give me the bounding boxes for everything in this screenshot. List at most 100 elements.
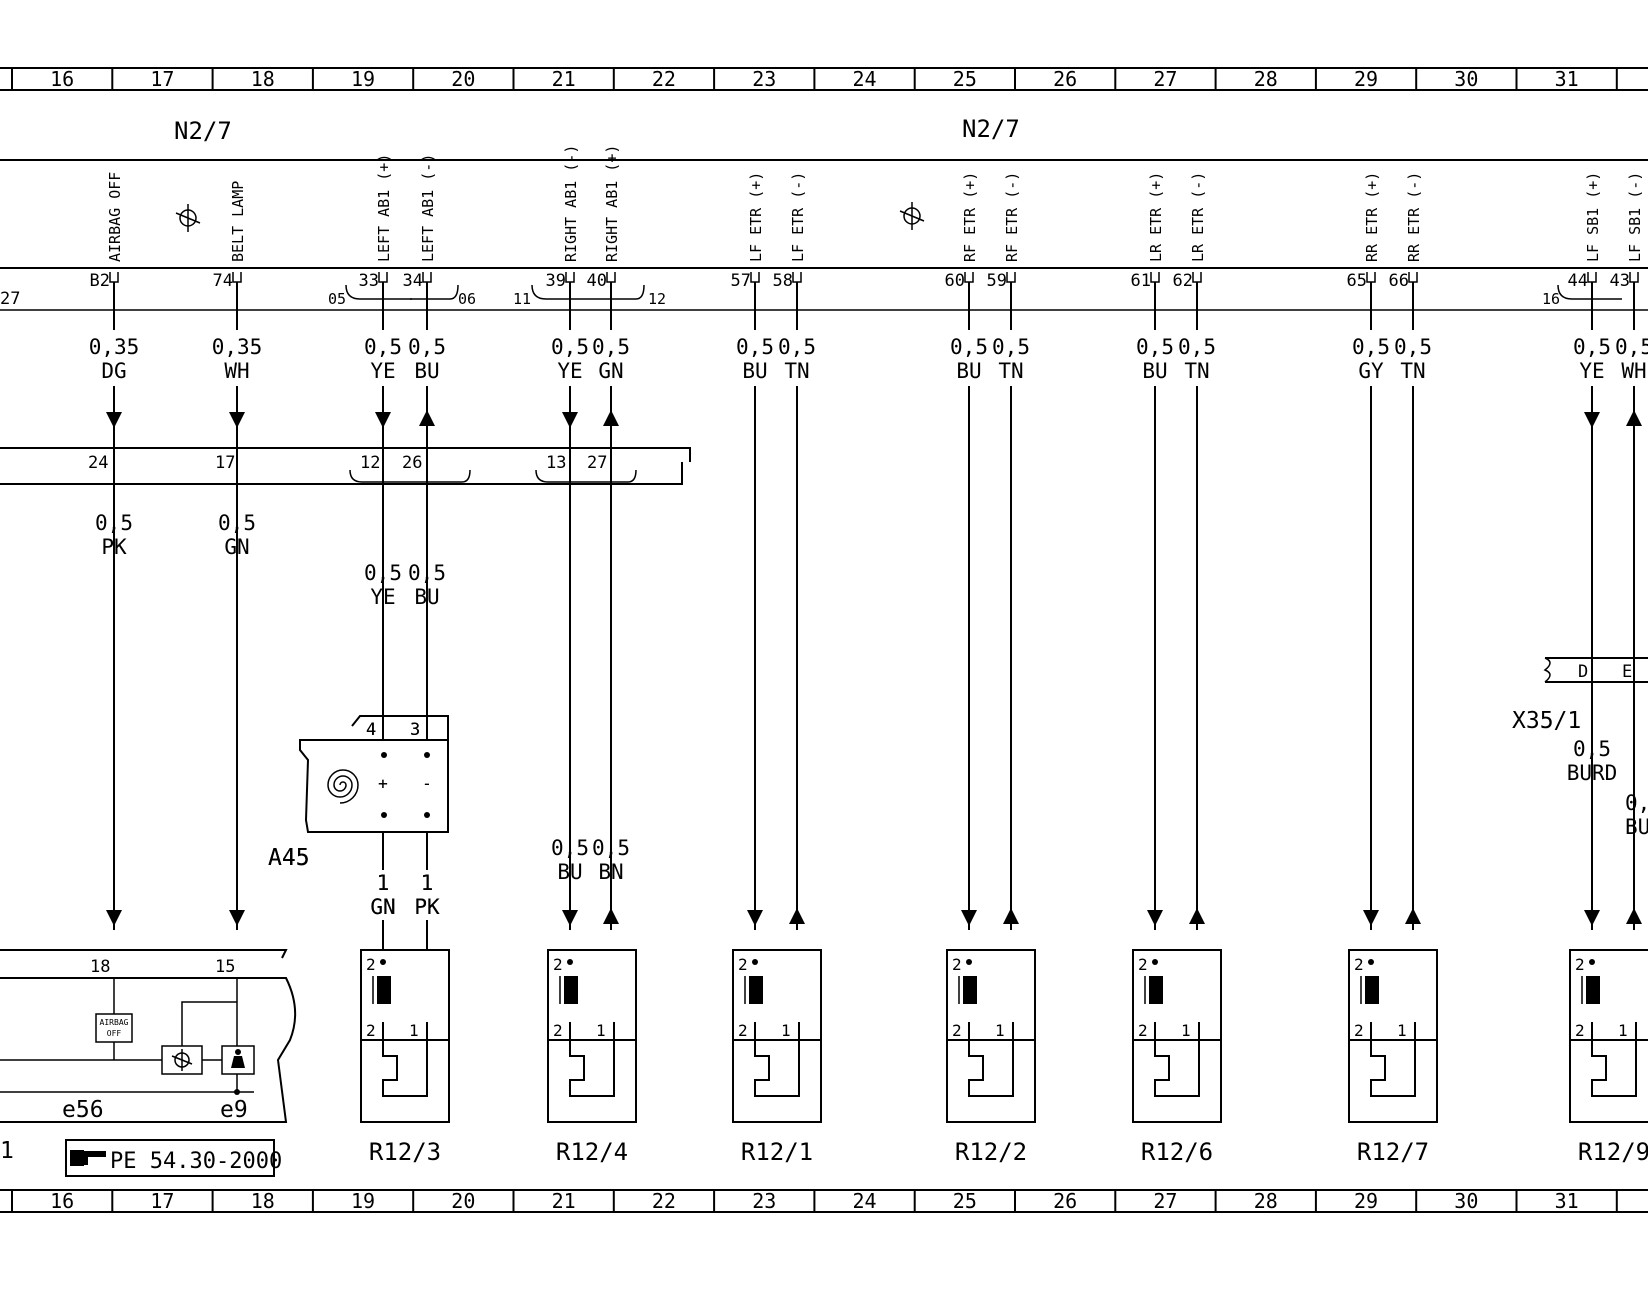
- pin-34: 34: [403, 271, 423, 291]
- sensor-label: R12/3: [369, 1138, 441, 1166]
- wire-gauge-rr-etr-minus: 0,5: [1394, 335, 1432, 359]
- signal-label-right-ab1-minus: RIGHT AB1 (-): [562, 145, 580, 262]
- sensor-body: [1348, 1039, 1438, 1123]
- svg-text:PK: PK: [101, 535, 127, 559]
- sensor-element-icon: [1365, 976, 1379, 1004]
- pin-44: 44: [1568, 271, 1588, 291]
- wire-gauge-lr-etr-minus: 0,5: [1178, 335, 1216, 359]
- signal-label-left-ab1-minus: LEFT AB1 (-): [419, 154, 437, 262]
- x35-pin-d: D: [1578, 662, 1588, 682]
- airbag-indicator-symbol-icon: [175, 204, 201, 232]
- wire-color-lr-etr-minus: TN: [1184, 359, 1209, 383]
- bottom-ruler-number-27: 27: [1153, 1189, 1177, 1213]
- svg-text:GN: GN: [370, 895, 395, 919]
- cluster-pin-15: 15: [215, 957, 235, 977]
- svg-text:0,5: 0,5: [592, 836, 630, 860]
- sensor-pin-right: 1: [1397, 1021, 1407, 1040]
- svg-text:YE: YE: [370, 585, 395, 609]
- lower-arrow-down-2: [562, 910, 578, 926]
- sensor-pin-left: 2: [553, 1021, 563, 1040]
- top-ruler-number-30: 30: [1454, 67, 1478, 91]
- cluster-pin-18: 18: [90, 957, 110, 977]
- wire-gauge-lr-etr-plus: 0,5: [1136, 335, 1174, 359]
- signal-label-lf-sb1-minus: LF SB1 (-): [1626, 172, 1644, 262]
- wire-gauge-rr-etr-plus: 0,5: [1352, 335, 1390, 359]
- lower-arrow-down-4: [747, 910, 763, 926]
- sensor-pin-right: 1: [995, 1021, 1005, 1040]
- signal-rf-etr-plus: RF ETR (+)600,5BU: [945, 172, 989, 930]
- pin-43: 43: [1610, 271, 1630, 291]
- top-ruler-number-31: 31: [1555, 67, 1579, 91]
- conn2-pin-24: 24: [88, 453, 108, 473]
- pin-57: 57: [731, 271, 751, 291]
- svg-text:0,5: 0,5: [95, 511, 133, 535]
- svg-text:PK: PK: [414, 895, 440, 919]
- signal-rr-etr-plus: RR ETR (+)650,5GY: [1347, 172, 1391, 930]
- svg-text:0,5: 0,5: [364, 561, 402, 585]
- conn2-pin-17: 17: [215, 453, 235, 473]
- top-ruler-number-24: 24: [853, 67, 877, 91]
- bottom-ruler-number-19: 19: [351, 1189, 375, 1213]
- sensor-heating-element: [968, 1022, 1014, 1097]
- signal-label-rf-etr-plus: RF ETR (+): [961, 172, 979, 262]
- lower-arrow-up-7: [1003, 908, 1019, 924]
- lower-arrow-up-3: [603, 908, 619, 924]
- top-ruler-number-29: 29: [1354, 67, 1378, 91]
- sensor-pin-left: 2: [1354, 1021, 1364, 1040]
- signal-rf-etr-minus: RF ETR (-)590,5TN: [987, 172, 1031, 930]
- x35-pin-e: E: [1622, 662, 1632, 682]
- sensor-pin-left: 2: [738, 1021, 748, 1040]
- pin-59: 59: [987, 271, 1007, 291]
- bottom-ruler-number-20: 20: [451, 1189, 475, 1213]
- bottom-ruler-number-21: 21: [552, 1189, 576, 1213]
- signal-right-ab1-minus: RIGHT AB1 (-)390,5YE: [546, 145, 590, 930]
- pin-61: 61: [1131, 271, 1151, 291]
- sensor-heating-element: [569, 1022, 615, 1097]
- wire-gauge-airbag-off: 0,35: [89, 335, 140, 359]
- conn2-pin-12: 12: [360, 453, 380, 473]
- a45-label: A45: [268, 845, 310, 871]
- svg-text:0,5: 0,5: [408, 561, 446, 585]
- svg-text:BU: BU: [414, 585, 439, 609]
- svg-text:BU(: BU(: [1625, 815, 1648, 839]
- signal-label-airbag-off: AIRBAG OFF: [106, 172, 124, 262]
- svg-text:1: 1: [421, 871, 434, 895]
- bottom-ruler-number-31: 31: [1555, 1189, 1579, 1213]
- svg-text:AIRBAG: AIRBAG: [100, 1018, 129, 1027]
- signal-rr-etr-minus: RR ETR (-)660,5TN: [1389, 172, 1433, 930]
- sensor-connector-box: [360, 949, 450, 1041]
- top-ruler-number-16: 16: [50, 67, 74, 91]
- pin-B2: B2: [90, 271, 110, 291]
- sensor-label: R12/9: [1578, 1138, 1648, 1166]
- sensor-pin-top: 2: [952, 955, 962, 974]
- wire-gauge-belt-lamp: 0,35: [212, 335, 263, 359]
- connector-bar-2: 24 17 12 26 13 27: [0, 447, 691, 485]
- svg-text:0,5: 0,5: [1625, 791, 1648, 815]
- svg-text:BU: BU: [557, 860, 582, 884]
- arrow-down-airbag-off: [106, 412, 122, 428]
- wire-spec-left-plus-lower: 0,5 YE: [364, 561, 402, 609]
- wire-color-lf-etr-plus: BU: [742, 359, 767, 383]
- pin-58: 58: [773, 271, 793, 291]
- group-mark-06: 06: [458, 290, 476, 308]
- signal-label-lr-etr-plus: LR ETR (+): [1147, 172, 1165, 262]
- arrow-up-right-ab1-plus: [603, 410, 619, 426]
- wire-color-lf-sb1-minus: WH: [1621, 359, 1646, 383]
- sensor-pin-left: 2: [1138, 1021, 1148, 1040]
- spiral-icon: [327, 769, 359, 804]
- sensor-element-icon: [564, 976, 578, 1004]
- wire-spec-left-minus-lower: 0,5 BU: [408, 561, 446, 609]
- pin-40: 40: [587, 271, 607, 291]
- a45-label: A45: [268, 845, 310, 871]
- sensor-label: R12/7: [1357, 1138, 1429, 1166]
- top-ruler-number-28: 28: [1254, 67, 1278, 91]
- top-ruler-number-21: 21: [552, 67, 576, 91]
- signal-lr-etr-minus: LR ETR (-)620,5TN: [1173, 172, 1217, 930]
- a45-pin-3: 3: [410, 720, 420, 740]
- wire-gauge-right-ab1-plus: 0,5: [592, 335, 630, 359]
- group-mark-16: 16: [1542, 290, 1560, 308]
